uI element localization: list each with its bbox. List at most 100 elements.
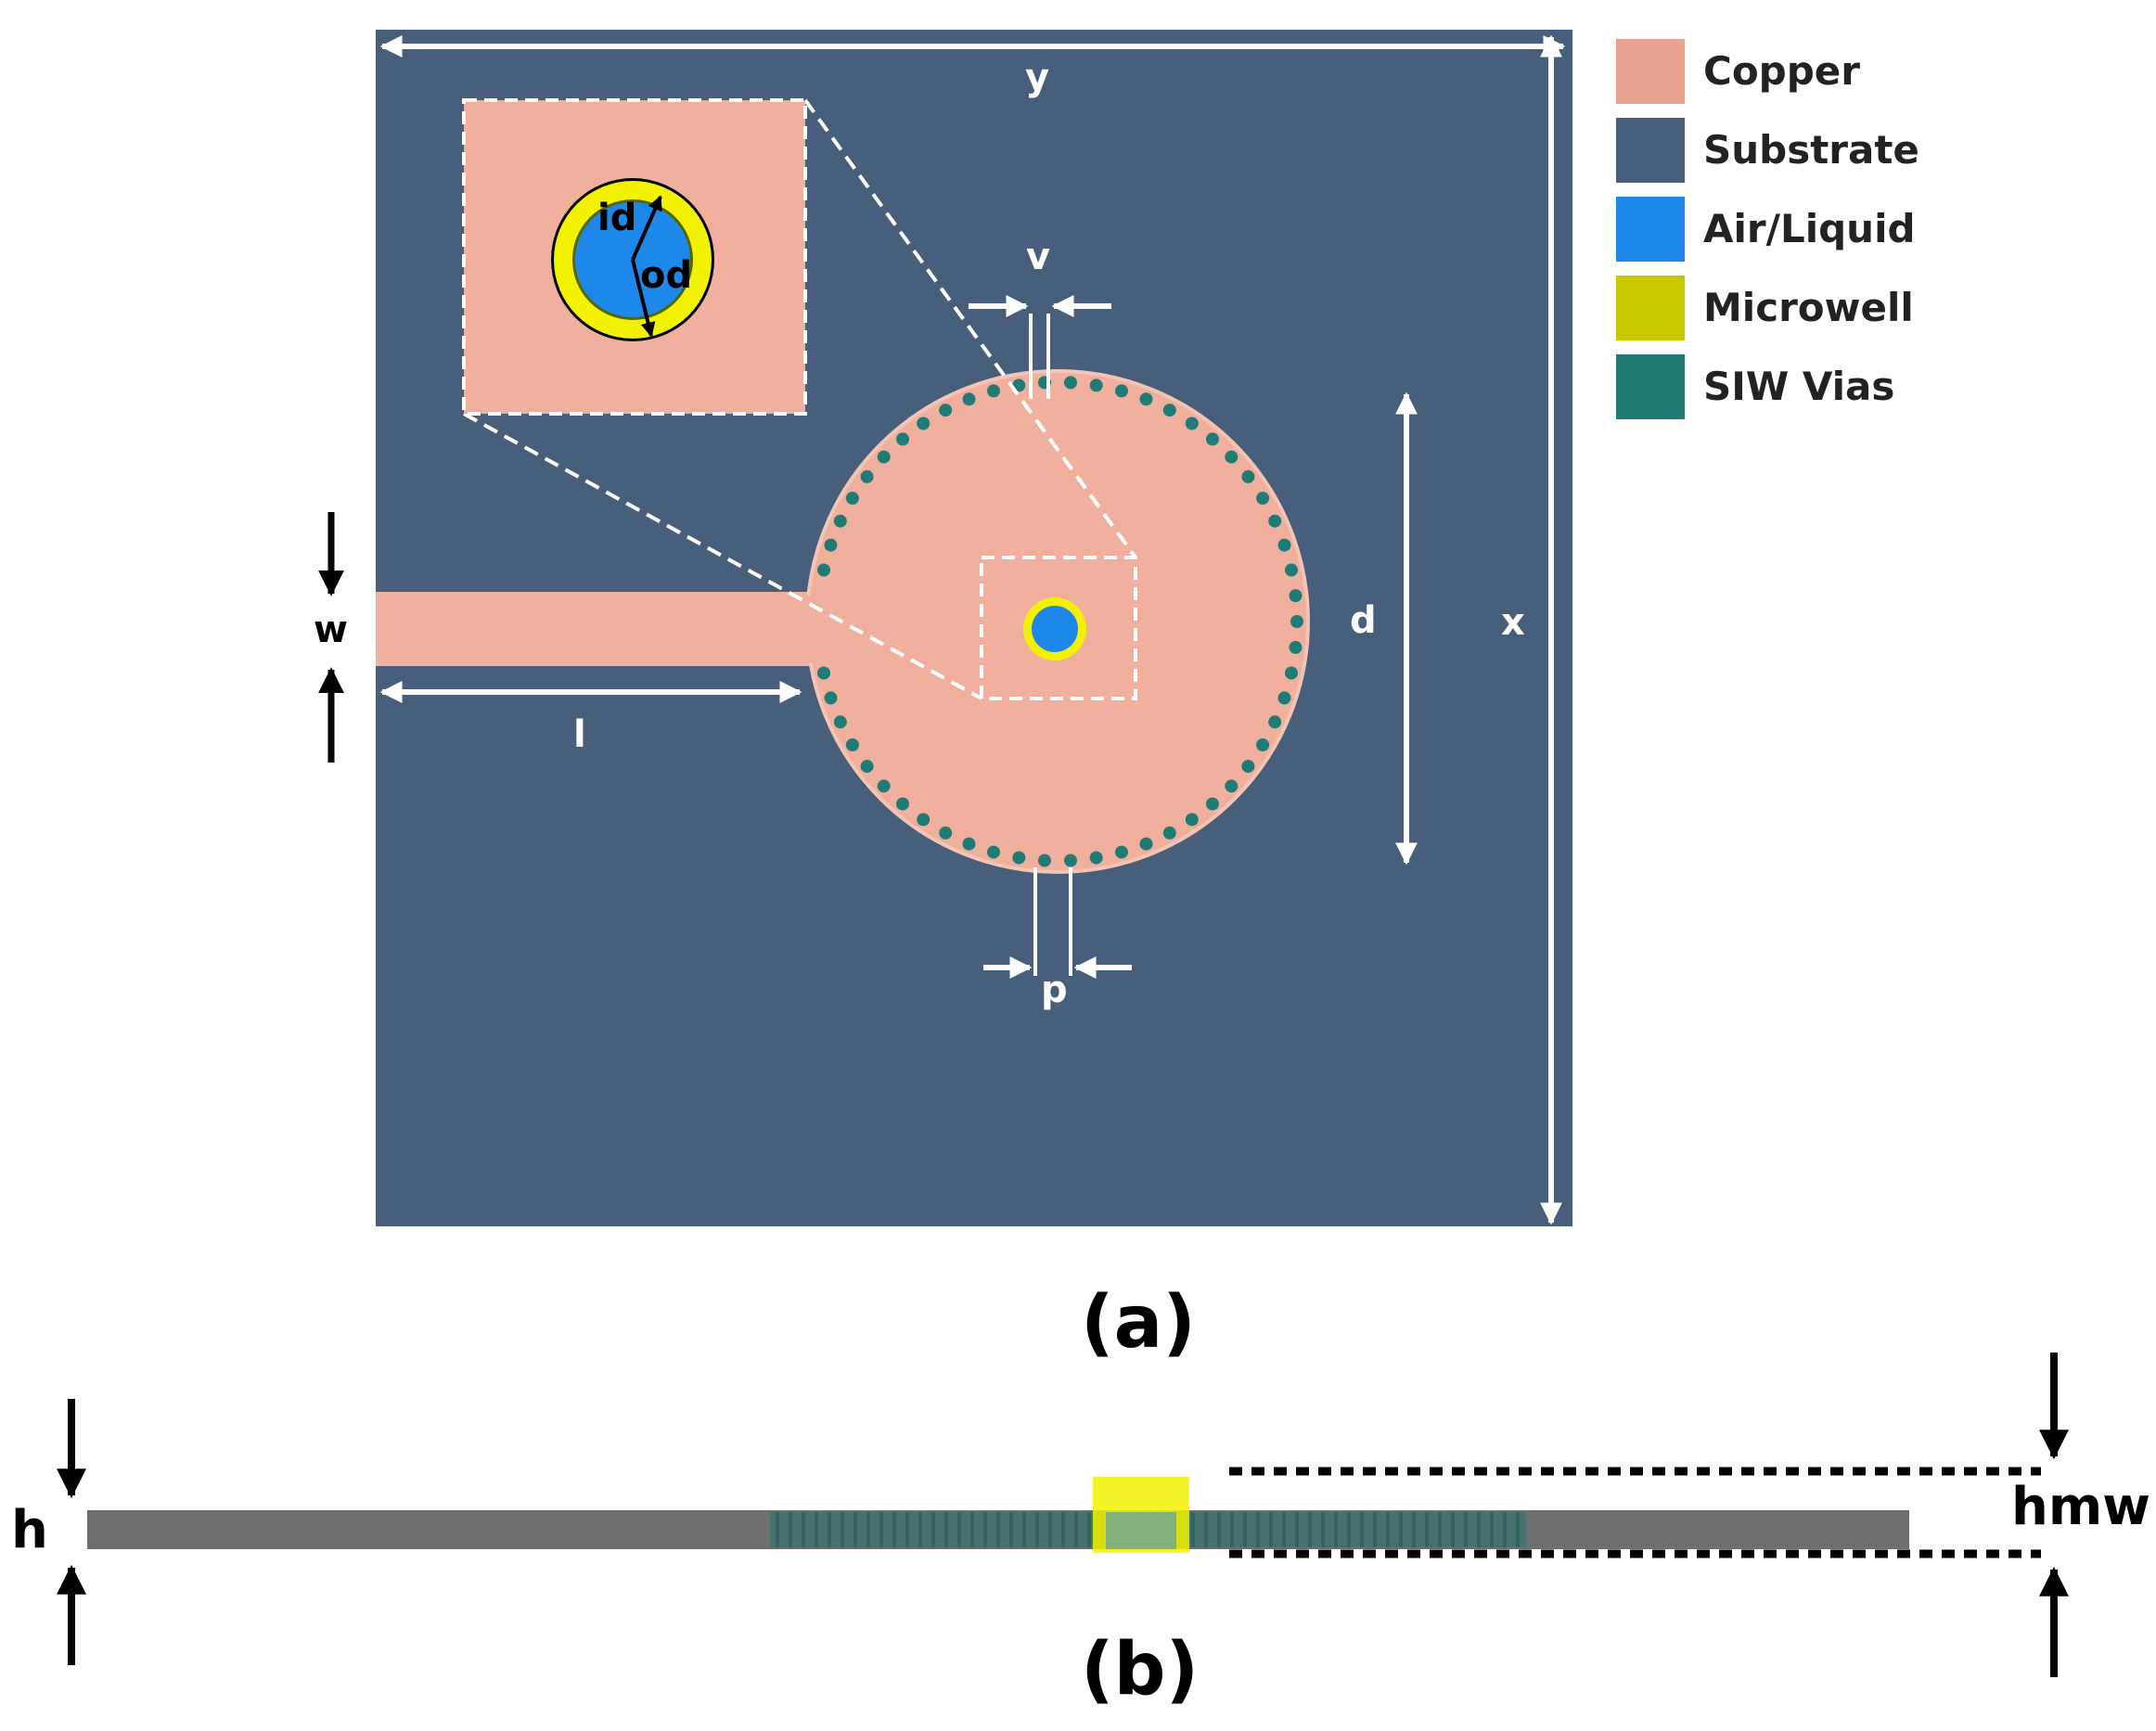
side-via-stripe: [1230, 1512, 1234, 1547]
siw-via: [1225, 779, 1238, 793]
label-h: h: [11, 1500, 48, 1560]
legend-label: Copper: [1703, 48, 1860, 94]
side-via-stripe: [957, 1512, 961, 1547]
side-via-stripe: [905, 1512, 909, 1547]
side-via-stripe: [866, 1512, 870, 1547]
siw-via: [845, 738, 859, 751]
siw-via: [1139, 392, 1153, 406]
legend-swatch: [1616, 354, 1685, 419]
siw-via: [1241, 760, 1255, 774]
dimension-l: l: [379, 681, 802, 756]
dimension-p: p: [983, 867, 1132, 1011]
label-hmw: hmw: [2011, 1477, 2150, 1537]
siw-via: [1268, 514, 1282, 528]
legend-label: Microwell: [1703, 285, 1914, 330]
siw-via: [1289, 589, 1303, 603]
side-via-stripe: [1503, 1512, 1507, 1547]
siw-via: [1064, 853, 1077, 867]
side-liquid: [1106, 1512, 1176, 1549]
siw-via: [860, 469, 874, 483]
side-via-stripe: [1451, 1512, 1455, 1547]
siw-via: [1277, 691, 1291, 705]
siw-via: [939, 404, 953, 417]
siw-via-ring: [817, 376, 1303, 867]
id-arrow: [631, 195, 662, 261]
siw-via: [833, 715, 847, 729]
side-via-stripe: [996, 1512, 1000, 1547]
siw-via: [1290, 615, 1303, 628]
siw-via: [824, 538, 838, 552]
siw-via: [1185, 813, 1199, 827]
siw-via: [877, 779, 891, 793]
side-via-stripe: [1191, 1512, 1195, 1547]
side-via-stripe: [1295, 1512, 1299, 1547]
siw-via: [1256, 738, 1270, 751]
siw-via: [1064, 376, 1077, 390]
label-od: od: [640, 254, 692, 297]
label-w: w: [314, 609, 348, 651]
side-via-stripe: [789, 1512, 792, 1547]
legend-label: SIW Vias: [1703, 364, 1894, 409]
side-via-stripe: [1438, 1512, 1442, 1547]
dimension-y: y: [379, 35, 1566, 99]
side-via-stripe: [828, 1512, 831, 1547]
side-via-stripe: [1009, 1512, 1013, 1547]
legend-swatch: [1616, 118, 1685, 183]
center-microwell: [980, 556, 1137, 700]
side-via-stripe: [970, 1512, 974, 1547]
side-via-stripe: [1256, 1512, 1260, 1547]
siw-via: [896, 797, 909, 811]
siw-via: [1268, 715, 1282, 729]
side-via-stripe: [1373, 1512, 1377, 1547]
siw-via: [1089, 851, 1103, 865]
siw-via: [1285, 666, 1298, 680]
side-via-stripe: [918, 1512, 922, 1547]
siw-via: [824, 691, 838, 705]
side-via-stripe: [931, 1512, 935, 1547]
side-via-stripe: [1308, 1512, 1312, 1547]
side-via-stripe: [1061, 1512, 1065, 1547]
side-via-stripe: [1048, 1512, 1052, 1547]
side-via-stripe: [892, 1512, 896, 1547]
siw-via: [1285, 563, 1298, 577]
label-x: x: [1501, 601, 1525, 644]
side-via-stripe: [1399, 1512, 1403, 1547]
label-id: id: [597, 197, 636, 239]
siw-via: [1038, 853, 1051, 867]
label-d: d: [1350, 599, 1377, 642]
siw-via: [845, 492, 859, 505]
siw-via: [1162, 404, 1176, 417]
legend-swatch: [1616, 197, 1685, 262]
zoom-callout-lines: [463, 98, 1137, 700]
legend-label: Air/Liquid: [1703, 206, 1916, 251]
siw-via: [1162, 826, 1176, 840]
dimension-x: x: [1501, 34, 1562, 1225]
siw-via: [877, 450, 891, 464]
air-liquid-core: [1032, 606, 1078, 652]
siw-via: [1185, 417, 1199, 430]
side-via-stripe: [1516, 1512, 1520, 1547]
legend-swatch: [1616, 39, 1685, 104]
siw-via: [1115, 845, 1128, 859]
zoom-inset: id od: [462, 98, 807, 416]
siw-via: [1115, 384, 1128, 398]
side-via-stripe: [1074, 1512, 1078, 1547]
siw-via: [1289, 640, 1303, 654]
hmw-guide: [1229, 1467, 2041, 1558]
zoom-source-box: [980, 556, 1137, 700]
top-view: id od y x d v: [314, 30, 1572, 1365]
siw-via: [1089, 378, 1103, 392]
side-via-stripe: [1035, 1512, 1039, 1547]
side-via-stripe: [1464, 1512, 1468, 1547]
label-p: p: [1041, 968, 1068, 1011]
side-via-stripe: [944, 1512, 948, 1547]
side-via-stripe: [1347, 1512, 1351, 1547]
side-via-stripe: [853, 1512, 857, 1547]
side-via-stripe: [1321, 1512, 1325, 1547]
side-via-stripe: [1243, 1512, 1247, 1547]
siw-via: [1256, 492, 1270, 505]
siw-via: [962, 392, 976, 406]
side-via-stripe: [776, 1512, 779, 1547]
side-via-stripe: [1412, 1512, 1416, 1547]
